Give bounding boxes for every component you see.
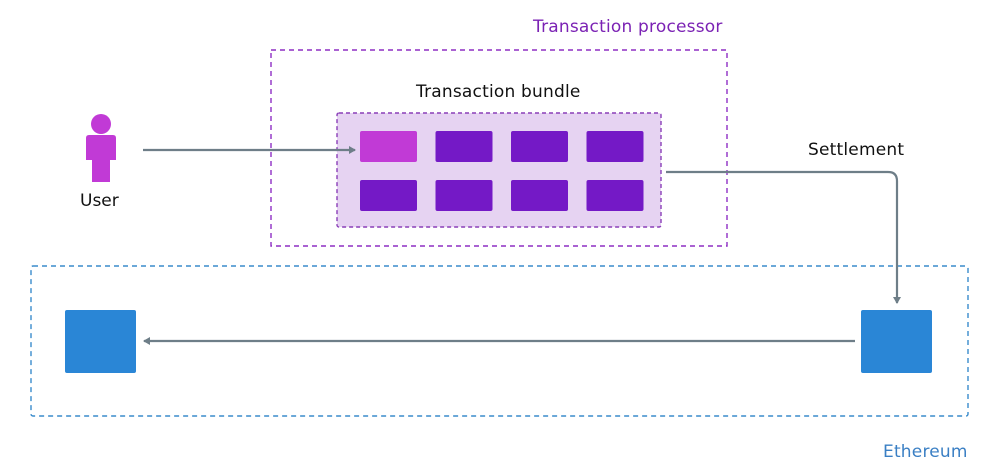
transaction <box>360 180 417 211</box>
transaction-processor-label: Transaction processor <box>533 17 723 37</box>
user-icon <box>86 114 116 182</box>
transaction-bundle-label: Transaction bundle <box>416 82 581 102</box>
settlement-label: Settlement <box>808 140 905 160</box>
transaction-bundle-box <box>336 112 662 228</box>
transaction <box>586 180 644 211</box>
transaction <box>586 131 644 162</box>
transaction <box>435 131 493 162</box>
transaction-highlighted <box>360 131 417 162</box>
settlement-arrow <box>666 170 901 304</box>
user-label: User <box>80 191 119 211</box>
block-left <box>65 310 136 373</box>
block-right <box>861 310 932 373</box>
transaction <box>511 131 568 162</box>
transaction-processor-box <box>270 49 728 247</box>
ethereum-label: Ethereum <box>883 442 968 462</box>
transaction-grid <box>360 131 644 211</box>
transaction <box>511 180 568 211</box>
ethereum-box <box>30 265 969 417</box>
transaction <box>435 180 493 211</box>
